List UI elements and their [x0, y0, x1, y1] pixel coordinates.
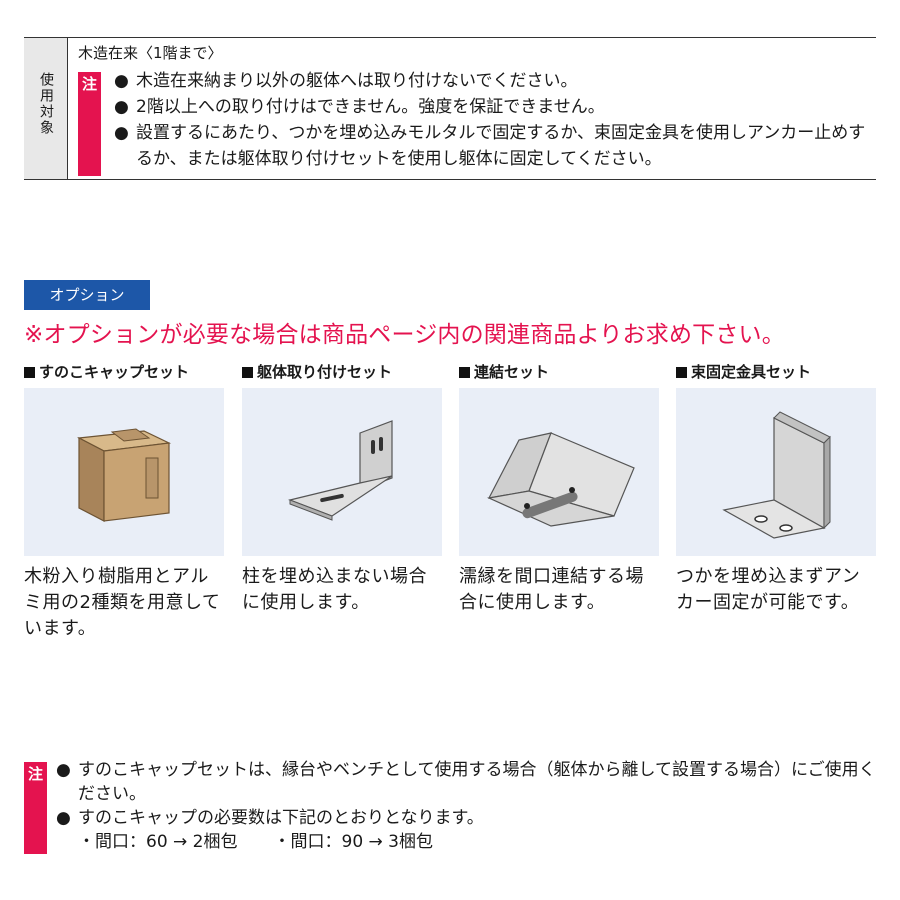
option-card-sunoko-cap[interactable]: すのこキャップセット 木粉入り樹脂用とアルミ用の2種類を用意しています。: [24, 360, 224, 642]
options-notice: ※オプションが必要な場合は商品ページ内の関連商品よりお求め下さい。: [24, 322, 785, 348]
option-image: [242, 388, 442, 556]
option-image: [459, 388, 659, 556]
option-image: [676, 388, 876, 556]
option-title: 連結セット: [459, 360, 659, 384]
usage-label: 使用対象: [38, 72, 54, 136]
option-card-connector[interactable]: 連結セット 濡縁を間口連結する場合に使用します。: [459, 360, 659, 616]
note-mark: 注: [24, 762, 47, 854]
cap-counts: ・間口：60 → 2梱包 ・間口：90 → 3梱包: [56, 830, 876, 854]
options-header: オプション: [24, 280, 150, 310]
bottom-note: すのこキャップの必要数は下記のとおりとなります。: [56, 806, 876, 830]
usage-table: 使用対象 木造在来〈1階まで〉 注 木造在来納まり以外の躯体へは取り付けないでく…: [24, 37, 876, 180]
cap-count: ・間口：60 → 2梱包: [78, 832, 238, 852]
bottom-note: すのこキャップセットは、縁台やベンチとして使用する場合（躯体から離して設置する場…: [56, 758, 876, 806]
usage-notes: 木造在来納まり以外の躯体へは取り付けないでください。 2階以上への取り付けはでき…: [114, 68, 876, 172]
option-card-frame-mount[interactable]: 躯体取り付けセット 柱を埋め込まない場合に使用します。: [242, 360, 442, 616]
wooden-cap-icon: [76, 428, 172, 522]
usage-note: 2階以上への取り付けはできません。強度を保証できません。: [114, 94, 876, 120]
option-description: 濡縁を間口連結する場合に使用します。: [459, 566, 644, 613]
cap-count: ・間口：90 → 3梱包: [273, 832, 434, 852]
option-description: 柱を埋め込まない場合に使用します。: [242, 566, 427, 613]
option-image: [24, 388, 224, 556]
usage-target: 木造在来〈1階まで〉: [78, 44, 223, 62]
usage-header-cell: 使用対象: [24, 38, 68, 179]
angle-bracket-icon: [722, 411, 831, 539]
usage-note: 木造在来納まり以外の躯体へは取り付けないでください。: [114, 68, 876, 94]
l-bracket-icon: [287, 420, 393, 521]
bottom-notes: すのこキャップセットは、縁台やベンチとして使用する場合（躯体から離して設置する場…: [56, 758, 876, 854]
usage-note: 設置するにあたり、つかを埋め込みモルタルで固定するか、束固定金具を使用しアンカー…: [114, 120, 876, 172]
option-title: 束固定金具セット: [676, 360, 876, 384]
option-description: つかを埋め込まずアンカー固定が可能です。: [676, 566, 861, 613]
option-title: 躯体取り付けセット: [242, 360, 442, 384]
option-description: 木粉入り樹脂用とアルミ用の2種類を用意しています。: [24, 566, 221, 639]
note-mark: 注: [78, 72, 101, 176]
connector-plate-icon: [486, 432, 635, 527]
option-title: すのこキャップセット: [24, 360, 224, 384]
option-card-post-bracket[interactable]: 束固定金具セット つかを埋め込まずアンカー固定が可能です。: [676, 360, 876, 616]
